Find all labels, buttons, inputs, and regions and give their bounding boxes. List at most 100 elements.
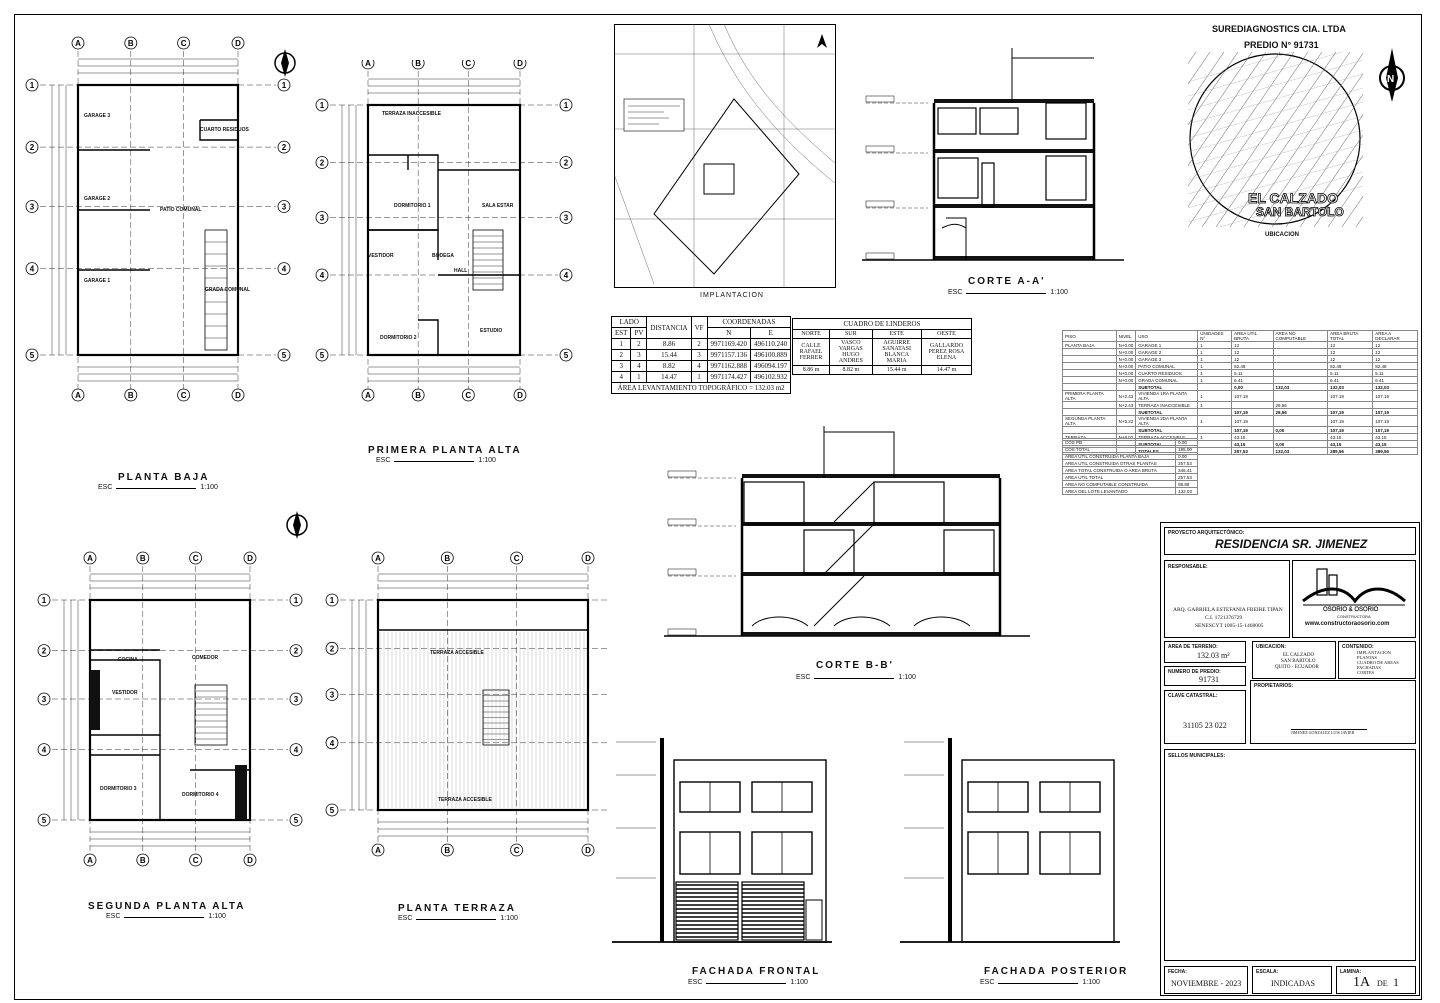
contenido-label: CONTENIDO: [1342,644,1374,650]
window [1045,102,1087,140]
street-line [1188,52,1239,126]
fachada-posterior-title: FACHADA POSTERIOR [984,966,1129,977]
facade-edge [948,738,952,942]
primera-planta-title: PRIMERA PLANTA ALTA [368,445,522,456]
table-cell: 1 [1197,348,1233,356]
table-cell: 6.41 [1372,376,1418,384]
street-line [1341,195,1363,227]
ubicacion-caption: UBICACION [1265,232,1299,238]
axis-label: 1 [42,596,47,605]
axis-bubble-icon [325,688,339,701]
axis-bubble-icon [325,593,339,607]
propietarios-label: PROPIETARIOS: [1254,683,1294,689]
room-label: CUARTO RESIDUOS [200,127,249,133]
table-cell: GRADA COMUNAL [1135,376,1199,384]
table-cell: 4 [690,360,708,372]
table-cell: 14.47 [646,371,692,383]
responsable-box: RESPONSABLE: ARQ. GABRIELA ESTEFANIA FRE… [1164,560,1290,638]
axis-label: A [87,554,93,563]
table-cell [1115,426,1137,434]
section-detail [751,616,809,627]
facade-outline [673,759,827,943]
proyecto-label: PROYECTO ARQUITECTÓNICO: [1168,530,1245,536]
table-cell: AREA DEL LOTE LEVANTADO [1061,487,1177,495]
table-cell: 5.11 [1231,369,1274,377]
table-cell: 107,19 [1231,408,1274,416]
axis-bubble-icon [25,262,39,276]
axis-bubble-icon [559,156,573,169]
table-cell: 6.41 [1327,376,1374,384]
garage-door [741,881,805,941]
street-line [1188,52,1295,208]
clave-label: CLAVE CATASTRAL: [1168,693,1218,699]
axis-bubble-icon [513,388,527,402]
table-cell: GARAGE 2 [1135,348,1199,356]
room-label: GARAGE 1 [84,278,111,284]
axis-bubble-icon [83,551,97,565]
exterior-wall [76,83,240,357]
table-cell: 257,53 [1231,447,1274,455]
level-tag [667,470,697,478]
level-tag [865,145,895,153]
table-cell: 12 [1231,355,1274,363]
axis-bubble-icon [25,140,39,154]
table-cell: N+2.43 [1115,401,1137,409]
lot-line [1188,157,1363,209]
slab [934,149,1094,153]
interior-wall [368,154,439,231]
room-label: TERRAZA ACCESIBLE [438,797,492,803]
table-cell: N+0.00 [1115,341,1137,349]
linderos-title: CUADRO DE LINDEROS [792,318,972,330]
slab [742,522,1000,526]
lindero-oeste: GALLARDO PEREZ ROSA ELENA [920,338,973,366]
table-cell: 9971162.888 [706,360,752,372]
table-cell: 43,15 [1327,440,1374,448]
axis-bubble-icon [289,593,303,607]
table-cell [1272,415,1329,427]
segunda-planta-title: SEGUNDA PLANTA ALTA [88,901,246,912]
room-label: DORMITORIO 1 [394,203,431,209]
table-cell: 1 [1197,390,1233,402]
table-header: AREA BRUTA TOTAL [1327,330,1374,342]
table-cell: 0.00 [1175,452,1198,460]
axis-label: D [585,554,591,563]
axis-label: C [193,554,199,563]
axis-bubble-icon [289,813,303,827]
window [937,157,979,199]
axis-label: 3 [294,695,299,704]
table-cell: 107.19 [1372,415,1418,427]
table-cell: N+2.43 [1115,390,1137,402]
table-cell: N+0.00 [1115,348,1137,356]
axis-bubble-icon [559,211,573,224]
room-label: PATIO COMUNAL [160,207,202,213]
table-cell [1197,440,1233,448]
contenido-item: FACHADAS [1357,665,1381,670]
table-cell [1062,362,1117,370]
table-header: UNIDADES N° [1197,330,1233,342]
axis-bubble-icon [189,853,203,867]
table-cell: 15.44 [646,349,692,361]
axis-label: A [87,856,93,865]
axis-bubble-icon [289,692,303,706]
lot-line [1188,143,1363,195]
logo-website: www.constructoraosorio.com [1305,621,1390,627]
corte-bb-title: CORTE B-B' [816,660,894,671]
section-detail [824,431,895,478]
table-cell [1062,408,1117,416]
logo-box: OSORIO & OSORIO CONSTRUCTORA www.constru… [1292,560,1416,638]
axis-label: 1 [330,596,335,605]
axis-label: A [375,554,381,563]
planta-baja-title: PLANTA BAJA [118,472,210,483]
axis-bubble-icon [277,140,291,154]
axis-label: 2 [564,159,569,168]
lot-line [1188,87,1363,139]
